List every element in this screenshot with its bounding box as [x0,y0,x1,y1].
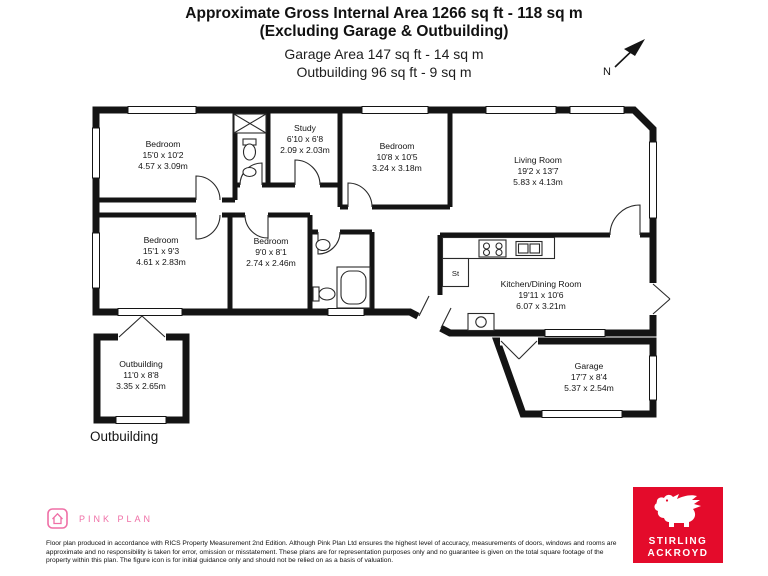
room-label-bedroom-top-middle: Bedroom 10'8 x 10'5 3.24 x 3.18m [372,141,422,173]
svg-text:5.83 x 4.13m: 5.83 x 4.13m [513,177,563,187]
north-arrow-icon: N [603,39,645,78]
svg-text:Living Room: Living Room [514,155,562,165]
svg-text:Bedroom: Bedroom [146,139,181,149]
sink-icon [515,240,543,257]
pink-plan-brand: PINK PLAN [46,507,153,531]
pink-plan-house-icon [47,508,68,529]
disclaimer-text: Floor plan produced in accordance with R… [46,540,617,565]
svg-text:Kitchen/Dining Room: Kitchen/Dining Room [501,279,582,289]
svg-text:15'1 x 9'3: 15'1 x 9'3 [143,246,179,256]
windows [92,106,657,424]
basin-icon [242,166,257,178]
appliance-icon [467,312,495,332]
store-label: St [452,269,460,278]
kitchen-fixtures [441,236,556,332]
svg-text:2.09 x 2.03m: 2.09 x 2.03m [280,145,330,155]
room-label-kitchen-dining: Kitchen/Dining Room 19'11 x 10'6 6.07 x … [501,279,582,311]
room-label-outbuilding: Outbuilding 11'0 x 8'8 3.35 x 2.65m [116,359,166,391]
svg-text:3.35 x 2.65m: 3.35 x 2.65m [116,381,166,391]
bathtub-icon [336,266,371,309]
svg-text:15'0 x 10'2: 15'0 x 10'2 [142,150,183,160]
shower-icon [233,113,267,134]
svg-text:Bedroom: Bedroom [254,236,289,246]
svg-text:Study: Study [294,123,317,133]
room-label-living-room: Living Room 19'2 x 13'7 5.83 x 4.13m [513,155,563,187]
svg-text:Garage: Garage [575,361,604,371]
svg-text:4.61 x 2.83m: 4.61 x 2.83m [136,257,186,267]
interior-walls [96,110,653,312]
toilet-icon [312,286,336,302]
room-label-garage: Garage 17'7 x 8'4 5.37 x 2.54m [564,361,614,393]
stirling-ackroyd-logo: STIRLING ACKROYD [633,487,723,563]
hob-icon [478,239,507,258]
svg-text:2.74 x 2.46m: 2.74 x 2.46m [246,258,296,268]
bathroom-fixtures [312,238,371,309]
basin-icon [315,238,331,252]
pink-plan-wordmark: PINK PLAN [79,514,154,524]
svg-text:19'2 x 13'7: 19'2 x 13'7 [517,166,558,176]
agent-logo: STIRLING ACKROYD [633,487,723,563]
svg-text:10'8 x 10'5: 10'8 x 10'5 [376,152,417,162]
store-cupboard [441,257,470,288]
svg-text:4.57 x 3.09m: 4.57 x 3.09m [138,161,188,171]
svg-text:9'0 x 8'1: 9'0 x 8'1 [255,247,287,257]
svg-text:Outbuilding: Outbuilding [119,359,163,369]
north-label: N [603,66,611,78]
outbuilding-caption: Outbuilding [90,429,158,444]
room-label-bedroom-top-left: Bedroom 15'0 x 10'2 4.57 x 3.09m [138,139,188,171]
svg-text:19'11 x 10'6: 19'11 x 10'6 [518,290,563,300]
room-label-study: Study 6'10 x 6'8 2.09 x 2.03m [280,123,330,155]
room-labels: Bedroom 15'0 x 10'2 4.57 x 3.09m Study 6… [90,123,614,444]
toilet-icon [242,138,257,161]
garage-area-line: Garage Area 147 sq ft - 14 sq m [284,45,484,62]
svg-text:5.37 x 2.54m: 5.37 x 2.54m [564,383,614,393]
plan-header: Approximate Gross Internal Area 1266 sq … [0,5,768,81]
svg-text:Bedroom: Bedroom [380,141,415,151]
room-label-bedroom-mid-left: Bedroom 15'1 x 9'3 4.61 x 2.83m [136,235,186,267]
wc-fixtures [233,113,267,178]
svg-text:3.24 x 3.18m: 3.24 x 3.18m [372,163,422,173]
outbuilding-area-line: Outbuilding 96 sq ft - 9 sq m [296,63,472,80]
garage-outline [492,337,657,418]
svg-text:Bedroom: Bedroom [144,235,179,245]
svg-text:11'0 x 8'8: 11'0 x 8'8 [123,370,159,380]
svg-text:17'7 x 8'4: 17'7 x 8'4 [571,372,607,382]
agent-name-line2: ACKROYD [647,548,708,559]
exterior-doors [118,283,671,360]
gross-area-title: Approximate Gross Internal Area 1266 sq … [185,5,583,22]
svg-text:6.07 x 3.21m: 6.07 x 3.21m [516,301,566,311]
agent-name-line1: STIRLING [649,536,708,547]
griffin-icon [654,494,701,527]
exclusion-note: (Excluding Garage & Outbuilding) [259,23,509,41]
room-label-bedroom-mid-centre: Bedroom 9'0 x 8'1 2.74 x 2.46m [246,236,296,268]
svg-text:6'10 x 6'8: 6'10 x 6'8 [287,134,323,144]
